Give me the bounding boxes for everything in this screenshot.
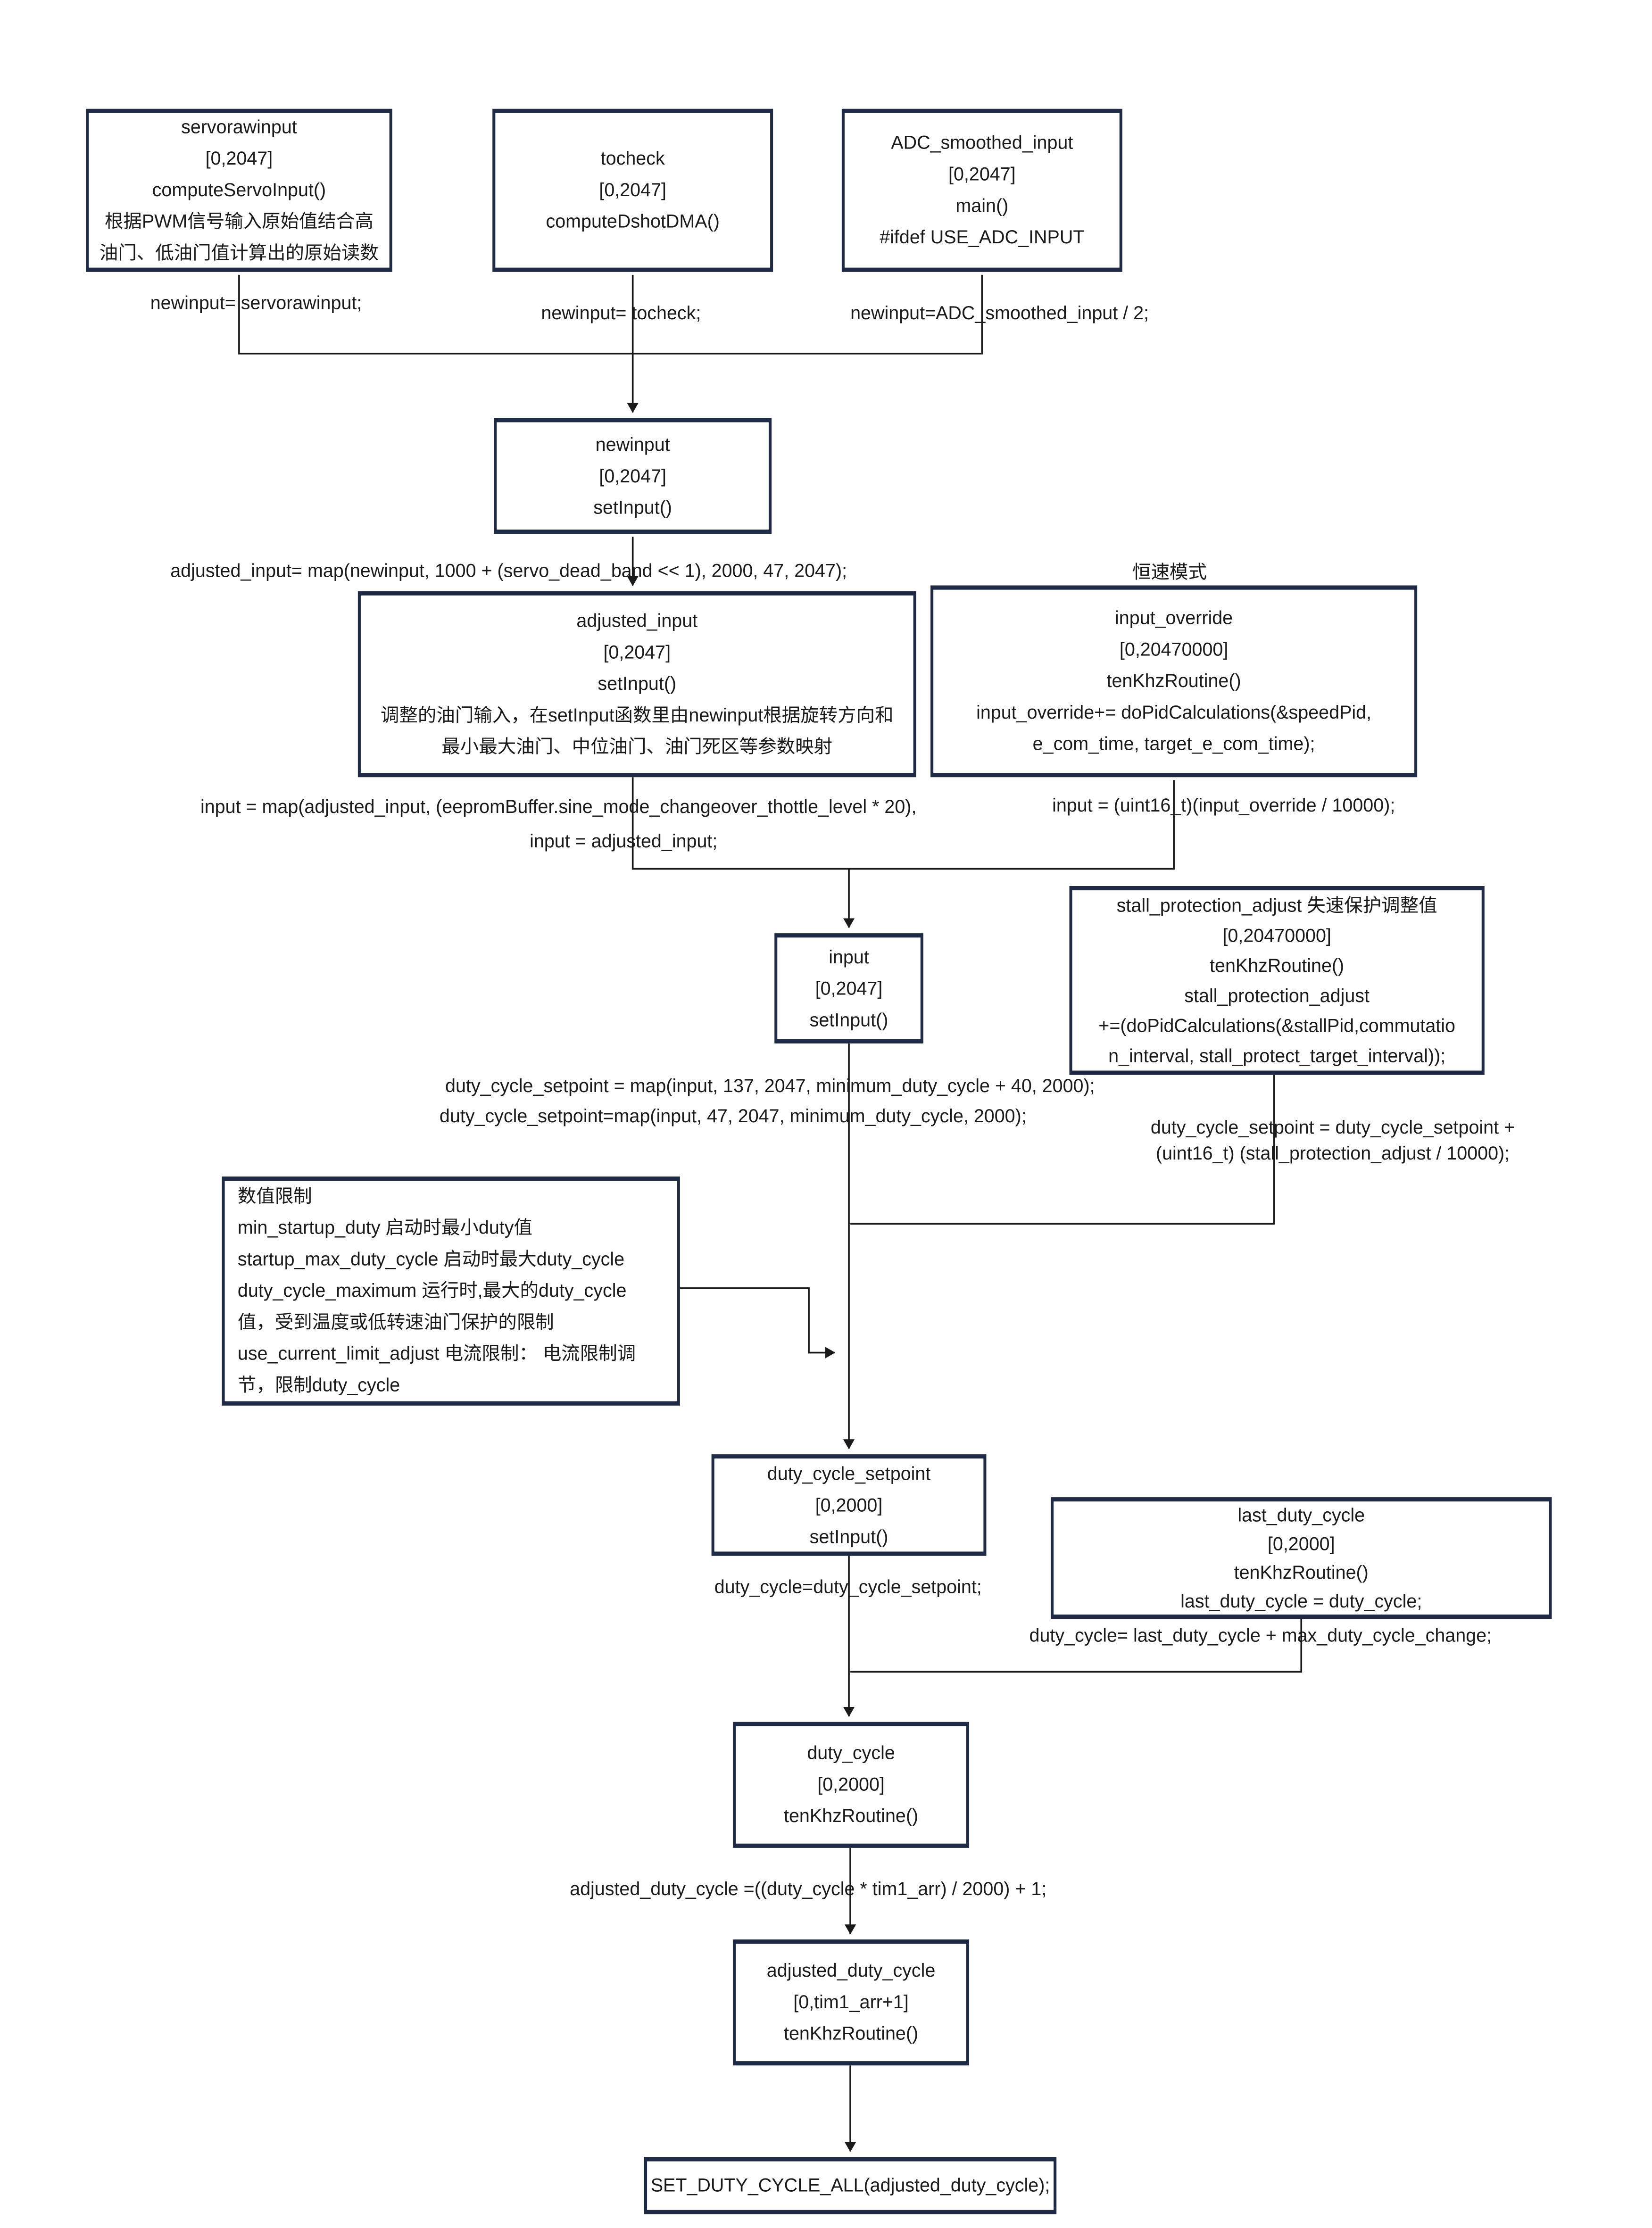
node-line: [0,2000]: [815, 1493, 883, 1516]
connector-lastdc-join: [850, 1619, 1303, 1673]
node-stall-protection-adjust: stall_protection_adjust 失速保护调整值 [0,20470…: [1069, 886, 1485, 1075]
node-line: ADC_smoothed_input: [891, 132, 1073, 153]
node-line: [0,2000]: [1267, 1532, 1335, 1554]
edge-label-line: duty_cycle_setpoint = duty_cycle_setpoin…: [1150, 1116, 1515, 1138]
edge-label-input-map-sine-mode: input = map(adjusted_input, (eepromBuffe…: [200, 795, 917, 818]
node-line: input_override: [1115, 607, 1233, 629]
node-adjusted-duty-cycle: adjusted_duty_cycle [0,tim1_arr+1] tenKh…: [733, 1939, 970, 2066]
node-line: [0,20470000]: [1119, 638, 1229, 660]
node-line: 油门、低油门值计算出的原始读数: [99, 241, 379, 264]
node-line: [0,2047]: [948, 163, 1016, 185]
node-duty-cycle-setpoint: duty_cycle_setpoint [0,2000] setInput(): [711, 1454, 987, 1556]
node-line: duty_cycle_setpoint: [767, 1462, 931, 1484]
node-line: stall_protection_adjust 失速保护调整值: [1116, 895, 1437, 916]
node-line: duty_cycle: [807, 1742, 895, 1764]
node-line: input: [829, 945, 869, 967]
node-line: newinput: [595, 433, 670, 455]
node-line: setInput(): [809, 1008, 888, 1030]
edge-label-newinput-from-servorawinput: newinput= servorawinput;: [150, 292, 362, 314]
node-line: n_interval, stall_protect_target_interva…: [1108, 1044, 1446, 1067]
node-adjusted-input: adjusted_input [0,2047] setInput() 调整的油门…: [357, 591, 916, 778]
node-line: 节，限制duty_cycle: [237, 1374, 400, 1396]
connector-adjusted-override-join: [631, 777, 1175, 870]
node-line: startup_max_duty_cycle 启动时最大duty_cycle: [237, 1248, 625, 1270]
node-line: min_startup_duty 启动时最小duty值: [237, 1217, 532, 1238]
node-line: setInput(): [598, 672, 677, 695]
edge-label-input-equals-adjusted: input = adjusted_input;: [530, 830, 718, 852]
connector-notes-arrow: [680, 1287, 836, 1358]
edge-label-line: (uint16_t) (stall_protection_adjust / 10…: [1155, 1142, 1510, 1164]
node-line: [0,2047]: [205, 147, 273, 169]
node-line: duty_cycle_maximum 运行时,最大的duty_cycle: [237, 1279, 627, 1301]
node-line: +=(doPidCalculations(&stallPid,commutati…: [1098, 1015, 1456, 1036]
node-set-duty-cycle-all: SET_DUTY_CYCLE_ALL(adjusted_duty_cycle);: [644, 2157, 1057, 2214]
edge-label-duty-cycle-from-last: duty_cycle= last_duty_cycle + max_duty_c…: [1029, 1624, 1492, 1646]
node-tocheck: tocheck [0,2047] computeDshotDMA(): [492, 108, 773, 272]
node-line: last_duty_cycle = duty_cycle;: [1180, 1589, 1422, 1611]
node-line: #ifdef USE_ADC_INPUT: [880, 226, 1085, 248]
edge-label-input-from-override: input = (uint16_t)(input_override / 1000…: [1052, 794, 1395, 816]
node-line: main(): [955, 194, 1009, 216]
node-line: tenKhzRoutine(): [1234, 1561, 1369, 1582]
node-line: [0,20470000]: [1222, 924, 1331, 946]
edge-label-duty-cycle-from-setpoint: duty_cycle=duty_cycle_setpoint;: [714, 1576, 982, 1598]
edge-label-adjusted-input-map: adjusted_input= map(newinput, 1000 + (se…: [170, 559, 847, 581]
edge-label-newinput-from-adc: newinput=ADC_smoothed_input / 2;: [850, 302, 1149, 324]
edge-label-setpoint-map-137: duty_cycle_setpoint = map(input, 137, 20…: [445, 1075, 1095, 1097]
node-adc-smoothed-input: ADC_smoothed_input [0,2047] main() #ifde…: [841, 108, 1122, 272]
node-line: SET_DUTY_CYCLE_ALL(adjusted_duty_cycle);: [650, 2174, 1050, 2196]
node-duty-cycle: duty_cycle [0,2000] tenKhzRoutine(): [733, 1722, 970, 1848]
node-line: 根据PWM信号输入原始值结合高: [104, 210, 374, 232]
node-line: e_com_time, target_e_com_time);: [1032, 733, 1315, 754]
node-line: [0,2047]: [599, 464, 667, 486]
node-input: input [0,2047] setInput(): [774, 933, 923, 1044]
node-servorawinput: servorawinput [0,2047] computeServoInput…: [86, 108, 392, 272]
connector-servo-adc-join: [238, 274, 983, 355]
node-line: tenKhzRoutine(): [1210, 954, 1345, 977]
node-limits-note: 数值限制 min_startup_duty 启动时最小duty值 startup…: [222, 1176, 680, 1406]
node-input-override: input_override [0,20470000] tenKhzRoutin…: [930, 585, 1418, 778]
node-line: [0,2000]: [817, 1773, 885, 1795]
node-line: computeDshotDMA(): [546, 210, 720, 232]
node-last-duty-cycle: last_duty_cycle [0,2000] tenKhzRoutine()…: [1051, 1497, 1552, 1619]
node-line: adjusted_duty_cycle: [766, 1959, 936, 1981]
node-line: last_duty_cycle: [1237, 1503, 1365, 1525]
node-line: 最小最大油门、中位油门、油门死区等参数映射: [441, 736, 833, 757]
node-line: tenKhzRoutine(): [783, 2022, 919, 2044]
node-line: use_current_limit_adjust 电流限制： 电流限制调: [237, 1342, 636, 1364]
edge-label-setpoint-plus-stall: duty_cycle_setpoint = duty_cycle_setpoin…: [1110, 1115, 1556, 1167]
node-line: adjusted_input: [576, 610, 698, 631]
node-line: tenKhzRoutine(): [1106, 670, 1241, 692]
node-line: [0,2047]: [599, 179, 667, 200]
edge-label-setpoint-map-47: duty_cycle_setpoint=map(input, 47, 2047,…: [439, 1105, 1027, 1126]
node-line: setInput(): [809, 1525, 888, 1547]
node-line: 调整的油门输入，在setInput函数里由newinput根据旋转方向和: [380, 704, 894, 726]
node-line: tocheck: [600, 147, 665, 169]
node-line: input_override+= doPidCalculations(&spee…: [976, 701, 1372, 723]
connector-stall-join: [850, 1075, 1275, 1225]
node-line: stall_protection_adjust: [1184, 985, 1370, 1006]
edge-label-adjusted-duty-cycle-formula: adjusted_duty_cycle =((duty_cycle * tim1…: [570, 1878, 1047, 1900]
node-line: setInput(): [593, 496, 672, 518]
node-line: tenKhzRoutine(): [783, 1805, 919, 1827]
node-line: [0,tim1_arr+1]: [793, 1991, 909, 2013]
node-line: computeServoInput(): [152, 179, 326, 200]
node-line: 值，受到温度或低转速油门保护的限制: [237, 1311, 554, 1333]
node-newinput: newinput [0,2047] setInput(): [494, 418, 772, 534]
node-line: servorawinput: [181, 116, 297, 138]
node-line: 数值限制: [237, 1185, 312, 1207]
edge-label-newinput-from-tocheck: newinput= tocheck;: [541, 302, 701, 324]
node-line: [0,2047]: [815, 977, 883, 999]
node-line: [0,2047]: [603, 641, 671, 663]
edge-label-constant-speed-mode: 恒速模式: [1132, 561, 1207, 583]
